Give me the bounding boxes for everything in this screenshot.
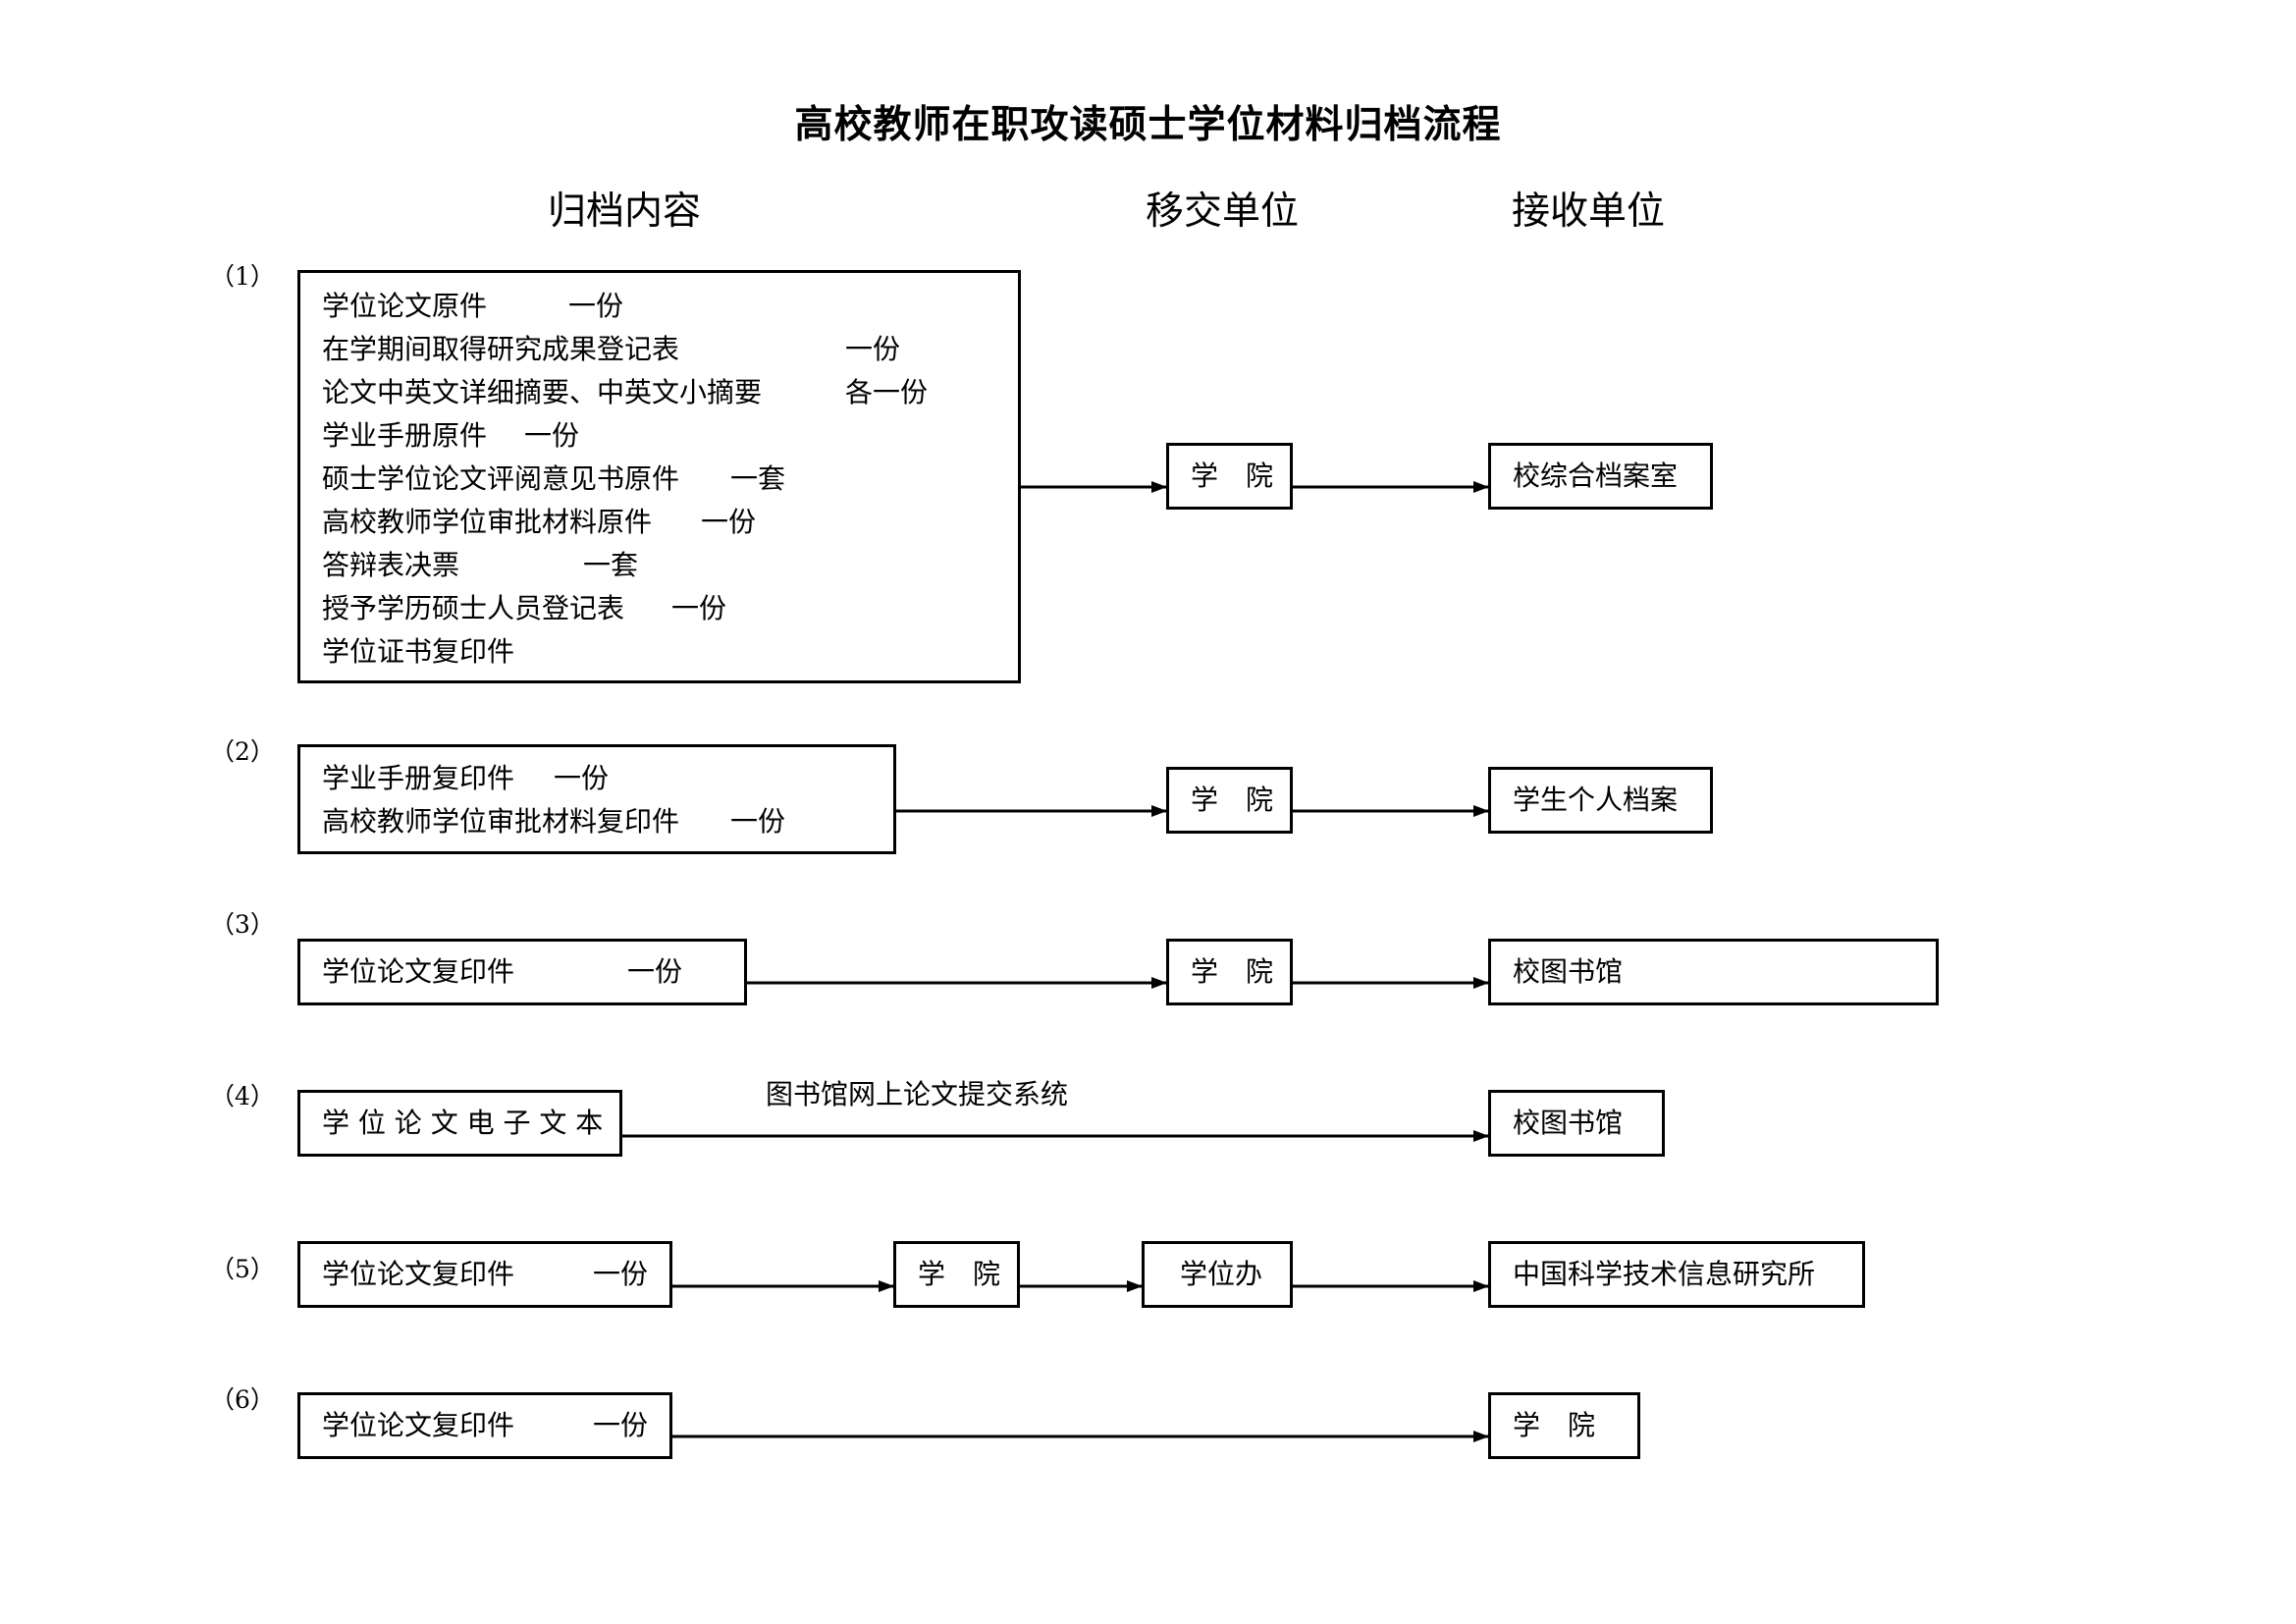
item-qty: 一份 — [627, 955, 683, 988]
row-number-5: （5） — [210, 1255, 275, 1283]
item-name: 高校教师学位审批材料复印件 — [322, 805, 680, 838]
list-item: 硕士学位论文评阅意见书原件 一套 — [300, 458, 1018, 501]
list-item: 答辩表决票 一套 — [300, 544, 1018, 587]
item-qty: 一套 — [730, 462, 786, 495]
item-name: 学业手册原件 — [322, 419, 488, 452]
list-item: 论文中英文详细摘要、中英文小摘要 各一份 — [300, 371, 1018, 414]
row1-receive-box: 校综合档案室 — [1488, 443, 1713, 510]
row-number-3: （3） — [210, 910, 275, 939]
list-item: 学位论文复印件 一份 — [300, 1244, 669, 1305]
list-item: 学位论文复印件 一份 — [300, 942, 744, 1002]
row5-transfer2-box: 学位办 — [1142, 1241, 1293, 1308]
list-item: 学位论文原件 一份 — [300, 285, 1018, 328]
item-name: 硕士学位论文评阅意见书原件 — [322, 462, 680, 495]
row5-receive-box: 中国科学技术信息研究所 — [1488, 1241, 1865, 1308]
header-transfer-unit: 移交单位 — [1146, 189, 1300, 234]
row5-content-box: 学位论文复印件 一份 — [297, 1241, 672, 1308]
header-receive-unit: 接收单位 — [1512, 189, 1666, 234]
row4-content-box: 学 位 论 文 电 子 文 本 — [297, 1090, 622, 1157]
item-qty: 一份 — [568, 290, 624, 322]
row1-content-box: 学位论文原件一份 在学期间取得研究成果登记表一份 论文中英文详细摘要、中英文小摘… — [297, 270, 1021, 683]
list-item: 授予学历硕士人员登记表 一份 — [300, 587, 1018, 630]
row6-content-box: 学位论文复印件 一份 — [297, 1392, 672, 1459]
item-qty: 一套 — [583, 549, 639, 581]
row1-transfer-box: 学 院 — [1166, 443, 1293, 510]
list-item: 学业手册原件 一份 — [300, 414, 1018, 458]
item-name: 在学期间取得研究成果登记表 — [322, 333, 680, 365]
item-name: 学业手册复印件 — [322, 762, 515, 794]
row2-transfer-box: 学 院 — [1166, 767, 1293, 834]
item-name: 论文中英文详细摘要、中英文小摘要 — [322, 376, 763, 408]
row-number-6: （6） — [210, 1385, 275, 1414]
item-name: 高校教师学位审批材料原件 — [322, 506, 653, 538]
item-qty: 一份 — [524, 419, 580, 452]
list-item: 高校教师学位审批材料复印件 一份 — [300, 800, 893, 843]
item-qty: 一份 — [554, 762, 610, 794]
item-name: 学位论文原件 — [322, 290, 488, 322]
item-name: 学位论文复印件 — [322, 1258, 515, 1290]
item-qty: 一份 — [593, 1258, 649, 1290]
row-number-4: （4） — [210, 1082, 275, 1110]
item-qty: 一份 — [701, 506, 757, 538]
row6-receive-box: 学 院 — [1488, 1392, 1640, 1459]
row2-receive-box: 学生个人档案 — [1488, 767, 1713, 834]
row2-content-box: 学业手册复印件一份 高校教师学位审批材料复印件一份 — [297, 744, 896, 854]
row3-content-box: 学位论文复印件 一份 — [297, 939, 747, 1005]
row-number-2: （2） — [210, 737, 275, 766]
list-item: 学业手册复印件 一份 — [300, 757, 893, 800]
row3-transfer-box: 学 院 — [1166, 939, 1293, 1005]
item-name: 学位论文复印件 — [322, 1409, 515, 1441]
header-archive-content: 归档内容 — [548, 189, 702, 234]
item-qty: 一份 — [730, 805, 786, 838]
row5-transfer-box: 学 院 — [893, 1241, 1020, 1308]
item-name: 学位论文复印件 — [322, 955, 515, 988]
item-name: 学位证书复印件 — [322, 635, 515, 668]
item-name: 授予学历硕士人员登记表 — [322, 592, 625, 624]
item-qty: 一份 — [845, 333, 901, 365]
row4-channel-label: 图书馆网上论文提交系统 — [766, 1078, 1069, 1110]
item-qty: 一份 — [671, 592, 727, 624]
list-item: 高校教师学位审批材料原件 一份 — [300, 501, 1018, 544]
item-qty: 各一份 — [845, 376, 929, 408]
item-name: 答辩表决票 — [322, 549, 460, 581]
list-item: 学位证书复印件 — [300, 630, 1018, 674]
row4-receive-box: 校图书馆 — [1488, 1090, 1665, 1157]
list-item: 在学期间取得研究成果登记表 一份 — [300, 328, 1018, 371]
list-item: 学位论文复印件 一份 — [300, 1395, 669, 1456]
item-qty: 一份 — [593, 1409, 649, 1441]
row3-receive-box: 校图书馆 — [1488, 939, 1939, 1005]
page-title: 高校教师在职攻读硕士学位材料归档流程 — [794, 103, 1502, 147]
row-number-1: （1） — [210, 262, 275, 291]
